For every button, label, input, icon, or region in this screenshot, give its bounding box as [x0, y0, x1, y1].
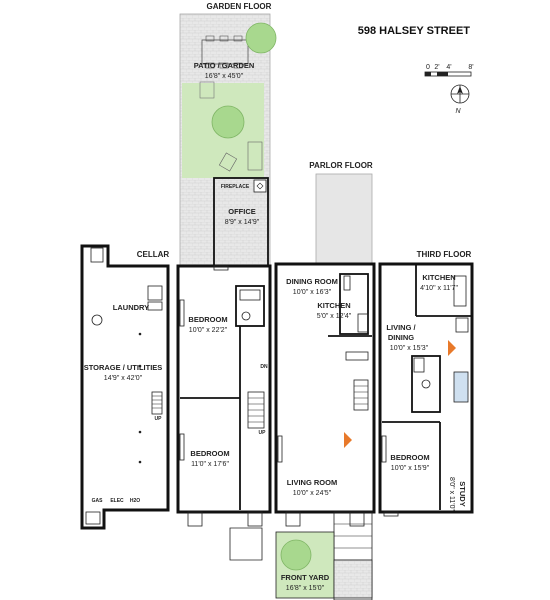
parlor-deck	[315, 173, 373, 265]
gas-label: GAS	[92, 498, 104, 504]
patio-dims: 16'8" x 45'0"	[205, 73, 244, 80]
storage-label: STORAGE / UTILITIES	[84, 363, 163, 372]
compass-icon	[450, 84, 470, 104]
scale-bar: 0 2' 4' 8'	[424, 64, 474, 77]
cellar-plan	[80, 244, 170, 530]
parlor-floor-title: PARLOR FLOOR	[309, 161, 373, 170]
laundry-label: LAUNDRY	[113, 303, 149, 312]
patio-garden-area	[179, 13, 271, 267]
cellar-title: CELLAR	[137, 250, 170, 259]
scale-tick-4: 4'	[446, 64, 451, 71]
elec-label: ELEC	[110, 498, 124, 504]
storage-dims: 14'9" x 42'0"	[104, 375, 143, 382]
study-label: STUDY	[458, 481, 467, 506]
study-dims: 8'0" x 11'0"	[448, 477, 455, 511]
fireplace-label: FIREPLACE	[221, 184, 250, 190]
tree-icon	[211, 22, 277, 139]
office-label: OFFICE	[228, 207, 256, 216]
front-yard-area	[275, 531, 373, 599]
garden-bedroom-1-label: BEDROOM	[188, 315, 227, 324]
third-bedroom-label: BEDROOM	[390, 453, 429, 462]
third-kitchen-dims: 4'10" x 11'7"	[420, 285, 458, 292]
h2o-label: H2O	[130, 498, 140, 504]
garden-floor-title: GARDEN FLOOR	[207, 2, 272, 11]
garden-floor-plan	[176, 264, 272, 561]
dining-label: DINING ROOM	[286, 277, 338, 286]
garden-stair-up: UP	[259, 430, 267, 436]
garden-bedroom-2-dims: 11'0" x 17'6"	[191, 461, 229, 468]
garden-bedroom-1-dims: 10'0" x 22'2"	[189, 327, 228, 334]
living-dining-dims: 10'0" x 15'3"	[390, 345, 429, 352]
front-yard-label: FRONT YARD	[281, 573, 330, 582]
garden-stair-dn: DN	[260, 364, 268, 370]
third-kitchen-label: KITCHEN	[422, 273, 455, 282]
cellar-stair-up: UP	[155, 416, 163, 422]
front-yard-dims: 16'8" x 15'0"	[286, 585, 325, 592]
living-room-label: LIVING ROOM	[287, 478, 337, 487]
living-dining-label-2: DINING	[388, 333, 414, 342]
scale-tick-2: 2'	[434, 64, 439, 71]
third-floor-plan	[378, 262, 474, 517]
garden-bedroom-2-label: BEDROOM	[190, 449, 229, 458]
living-room-dims: 10'0" x 24'5"	[293, 490, 332, 497]
living-dining-label-1: LIVING /	[386, 323, 416, 332]
patio-label: PATIO / GARDEN	[194, 61, 255, 70]
address-title: 598 HALSEY STREET	[358, 25, 471, 37]
scale-tick-8: 8'	[468, 64, 473, 71]
scale-tick-0: 0	[426, 64, 430, 71]
parlor-floor-plan	[274, 262, 376, 600]
compass-north-label: N	[455, 108, 461, 115]
third-floor-title: THIRD FLOOR	[417, 250, 472, 259]
third-bedroom-dims: 10'0" x 15'9"	[391, 465, 430, 472]
parlor-kitchen-label: KITCHEN	[317, 301, 350, 310]
parlor-kitchen-dims: 5'0" x 12'4"	[317, 313, 352, 320]
office-dims: 8'9" x 14'9"	[225, 219, 260, 226]
dining-dims: 10'0" x 16'3"	[293, 289, 332, 296]
